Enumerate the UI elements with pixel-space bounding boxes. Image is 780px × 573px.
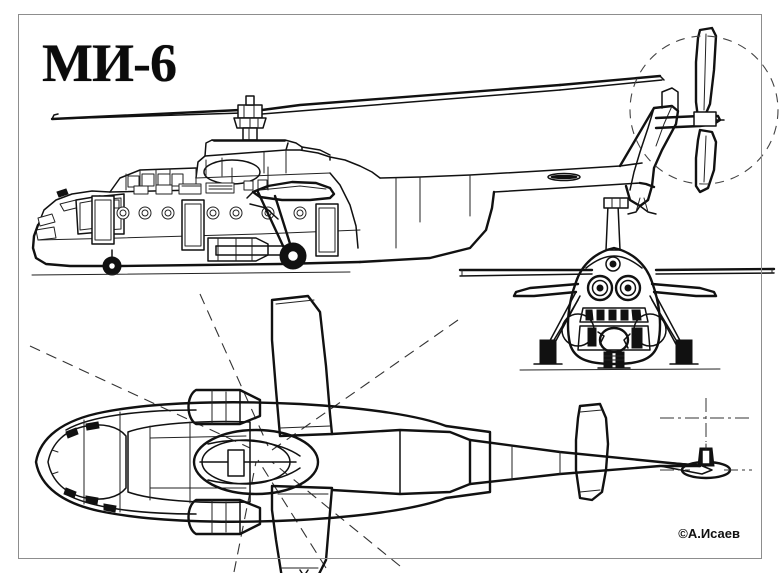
nose-landing-gear (102, 249, 122, 276)
plan-view (29, 293, 752, 573)
tail-rotor-disc (629, 35, 779, 185)
front-rotor-blades (458, 267, 776, 277)
cabin-windows (116, 206, 337, 222)
external-fuel-tank (207, 237, 269, 262)
plan-tail-boom (330, 428, 713, 496)
stub-wing (246, 180, 336, 202)
plan-cockpit-canopy (47, 421, 127, 513)
plan-centerline (660, 398, 752, 471)
plan-horizontal-stabilizer (574, 402, 610, 502)
engine-cowling (195, 139, 381, 185)
plan-stub-wings (270, 294, 334, 573)
front-view (458, 197, 776, 371)
main-rotor-blades (50, 74, 665, 121)
plan-cabin-panels (127, 420, 251, 504)
cabin-doors (91, 195, 339, 257)
ground-line-side (31, 271, 351, 276)
plan-engine-nacelles (187, 388, 262, 536)
plan-fuselage (34, 401, 492, 523)
plan-tail-rotor-hub (680, 443, 732, 480)
plan-rotor-fairing (192, 428, 320, 496)
front-nose-glazing (577, 325, 651, 354)
front-landing-gear (533, 291, 699, 369)
tail-rotor-hub (693, 111, 717, 127)
fuselage (31, 165, 641, 268)
upper-fuselage-panel (133, 166, 269, 195)
front-rotor-mast (603, 197, 629, 251)
rotor-blade-shadow (29, 293, 459, 573)
side-view (31, 26, 779, 276)
main-landing-gear (215, 190, 307, 270)
vertical-fin (618, 104, 680, 215)
ground-line-front (519, 368, 721, 371)
front-fuselage (566, 246, 662, 366)
engine-intakes (586, 256, 642, 302)
copyright-credit: ©А.Исаев (678, 526, 740, 541)
nose-glazing (35, 188, 111, 241)
main-rotor-hub (233, 95, 267, 141)
page-title: МИ-6 (42, 33, 177, 93)
front-stub-wings (512, 282, 718, 347)
